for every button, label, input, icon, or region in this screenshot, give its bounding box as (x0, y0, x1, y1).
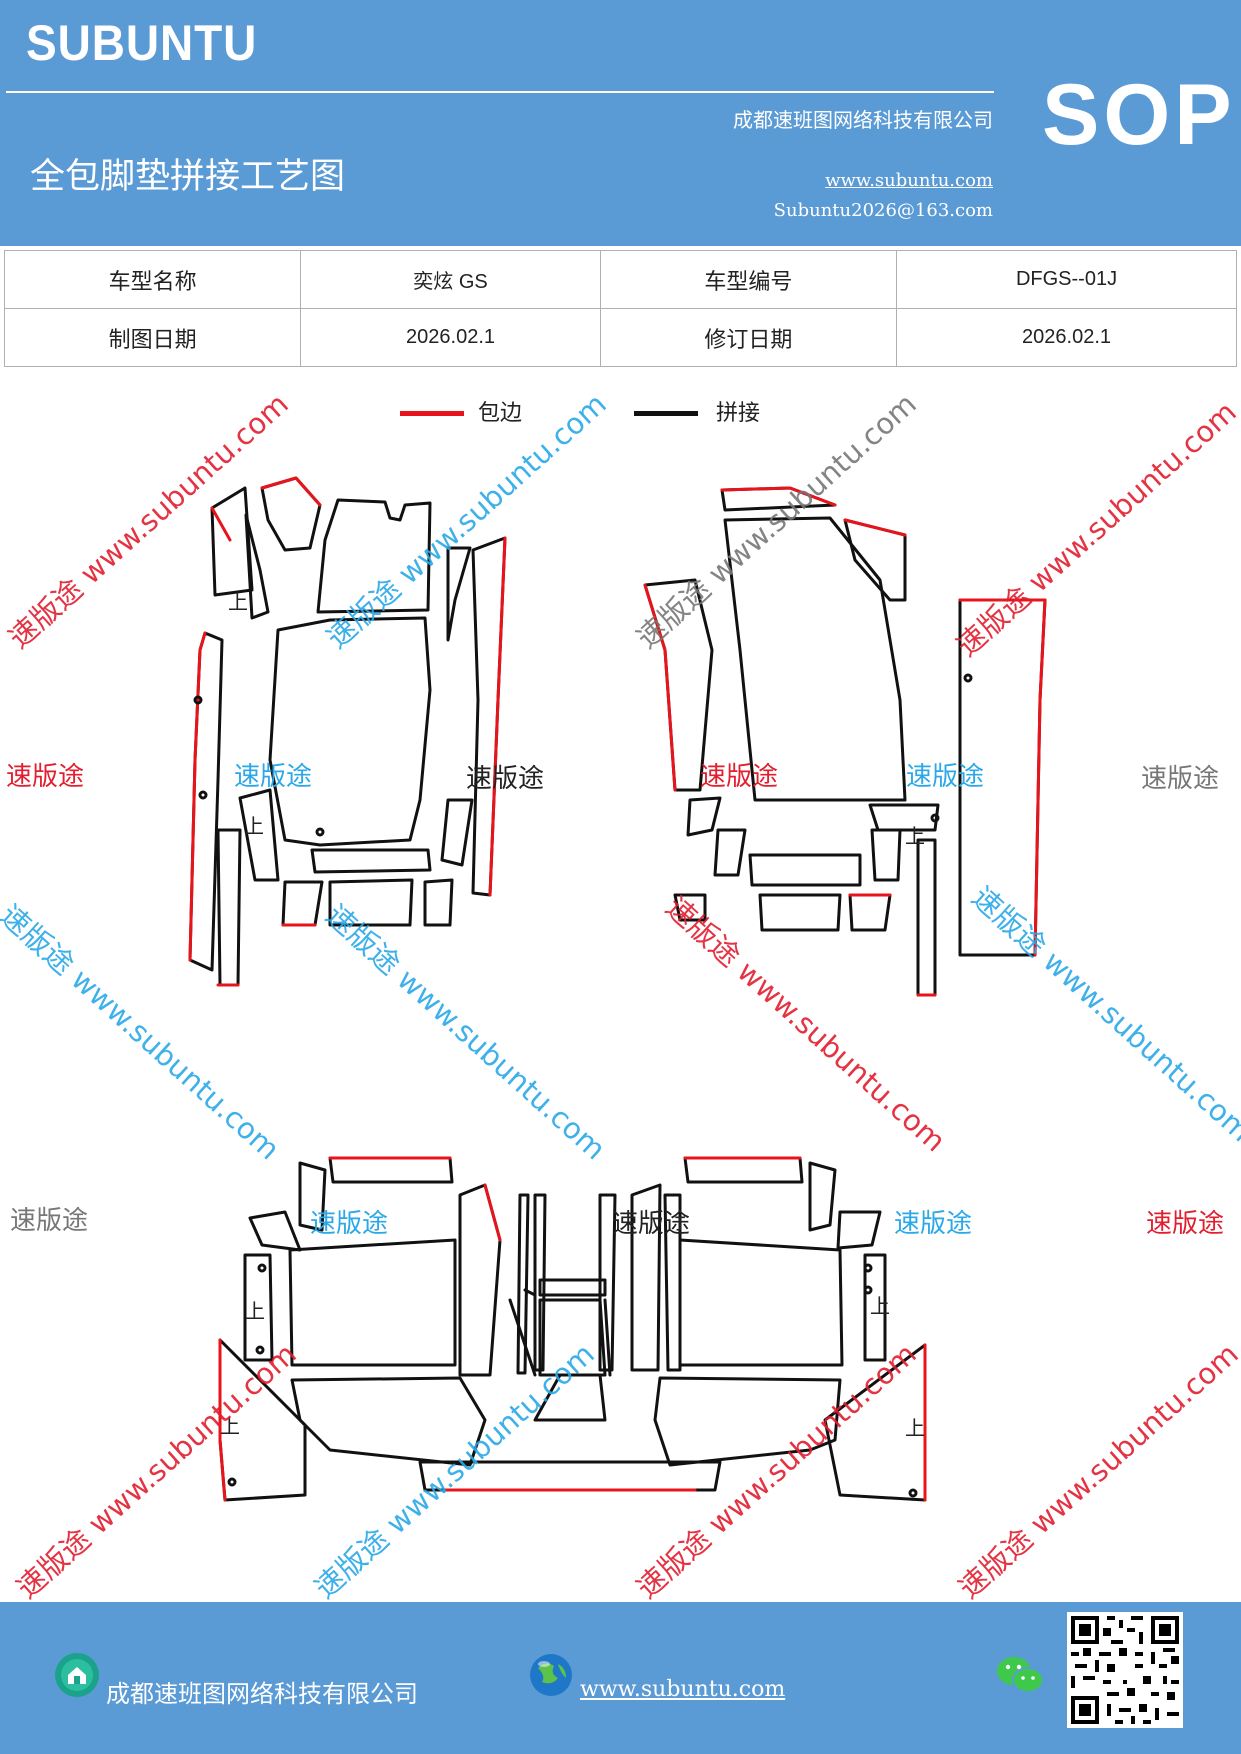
up-mark: 上 (244, 814, 264, 838)
brand-watermark: 速版途 (466, 764, 545, 794)
company-name: 成都速班图网络科技有限公司 (733, 108, 993, 132)
email-address: Subuntu2026@163.com (773, 200, 993, 221)
model-name-label: 车型名称 (3, 250, 302, 309)
brand-watermark: 速版途 (234, 762, 313, 792)
brand-logo: SUBUNTU (26, 15, 258, 71)
company-icon (55, 1653, 99, 1697)
rear-mat-set (218, 1156, 927, 1502)
brand-watermark: 速版途 (1141, 764, 1220, 794)
up-mark: 上 (905, 824, 925, 848)
brand-watermark: 速版途 (10, 1206, 89, 1236)
header-divider (6, 91, 994, 93)
legend-seam-swatch (634, 411, 698, 416)
legend-seam-label: 拼接 (716, 401, 761, 426)
model-name-value: 奕炫 GS (300, 250, 601, 309)
brand-watermark: 速版途 (894, 1209, 973, 1239)
footer-website-link[interactable]: www.subuntu.com (580, 1677, 786, 1702)
up-mark: 上 (905, 1416, 925, 1440)
brand-watermark: 速版途 (1146, 1209, 1225, 1239)
brand-watermark: 速版途 (310, 1209, 389, 1239)
model-code-value: DFGS--01J (896, 250, 1237, 309)
table-row: 车型名称 奕炫 GS 车型编号 DFGS--01J (3, 250, 1237, 309)
qr-code-icon (1067, 1612, 1183, 1728)
up-mark: 上 (220, 1414, 240, 1438)
table-row: 制图日期 2026.02.1 修订日期 2026.02.1 (3, 308, 1237, 367)
revise-date-label: 修订日期 (599, 308, 898, 367)
up-mark: 上 (870, 1294, 890, 1318)
legend-edge-label: 包边 (478, 401, 523, 426)
info-table: 车型名称 奕炫 GS 车型编号 DFGS--01J 制图日期 2026.02.1… (3, 250, 1237, 367)
front-right-mat-set (643, 486, 1047, 997)
up-mark: 上 (245, 1299, 265, 1323)
sop-badge: SOP (1042, 67, 1236, 163)
footer-company-name: 成都速班图网络科技有限公司 (106, 1680, 418, 1708)
brand-watermark: 速版途 (6, 762, 85, 792)
legend-edge-swatch (400, 411, 464, 416)
website-link[interactable]: www.subuntu.com (825, 170, 993, 191)
footer-bar: 成都速班图网络科技有限公司 www.subuntu.com (0, 1602, 1241, 1754)
header-bar: SUBUNTU 成都速班图网络科技有限公司 全包脚垫拼接工艺图 www.subu… (0, 0, 1241, 246)
brand-watermark: 速版途 (906, 762, 985, 792)
globe-icon (530, 1654, 572, 1696)
up-mark: 上 (228, 590, 248, 614)
brand-watermark: 速版途 (612, 1209, 691, 1239)
page-title: 全包脚垫拼接工艺图 (30, 157, 346, 197)
wechat-icon[interactable] (996, 1654, 1044, 1696)
model-code-label: 车型编号 (599, 250, 898, 309)
front-left-mat-set (188, 476, 507, 987)
revise-date-value: 2026.02.1 (896, 308, 1237, 367)
brand-watermark: 速版途 (700, 762, 779, 792)
draw-date-label: 制图日期 (3, 308, 302, 367)
qr-code[interactable] (1067, 1612, 1183, 1728)
draw-date-value: 2026.02.1 (300, 308, 601, 367)
